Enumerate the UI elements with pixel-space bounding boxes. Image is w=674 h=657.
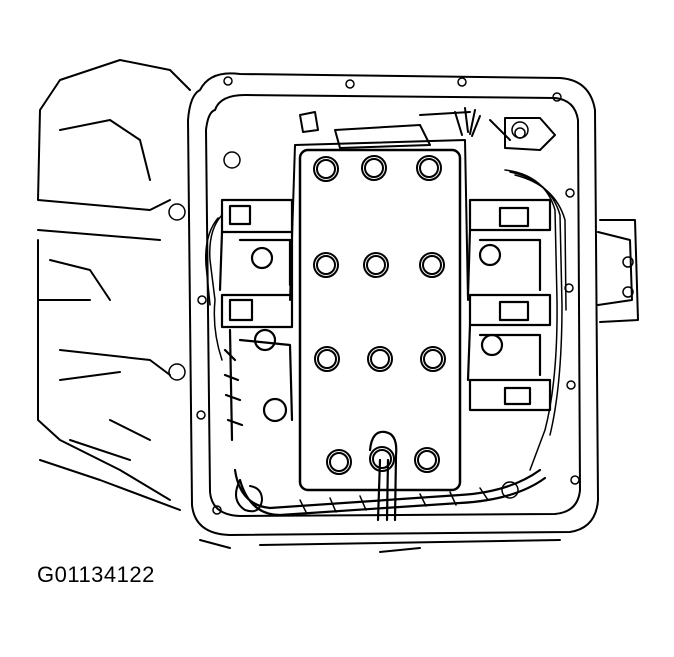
left-solenoids: [220, 200, 292, 440]
valve-plate-bolts: [314, 156, 445, 474]
left-wire-harness: [206, 215, 222, 360]
bottom-loom-wraps: [300, 488, 488, 512]
bottom-left-coil: [236, 480, 262, 511]
figure-caption: G01134122: [37, 562, 155, 587]
pan-flange-inner: [206, 95, 580, 516]
right-mount: [598, 220, 638, 322]
valve-plate: [300, 150, 460, 490]
pan-flange-outer: [188, 73, 598, 535]
top-harness: [455, 108, 480, 136]
valve-body-diagram: [0, 0, 674, 560]
bottom-case: [200, 540, 560, 552]
top-plate: [505, 118, 555, 150]
case-left-detail: [40, 120, 180, 510]
right-solenoids: [468, 200, 550, 410]
bottom-wire-loom: [235, 470, 545, 515]
top-bracket: [300, 112, 510, 148]
right-wire-harness: [505, 170, 566, 470]
case-left-outline: [38, 60, 190, 500]
